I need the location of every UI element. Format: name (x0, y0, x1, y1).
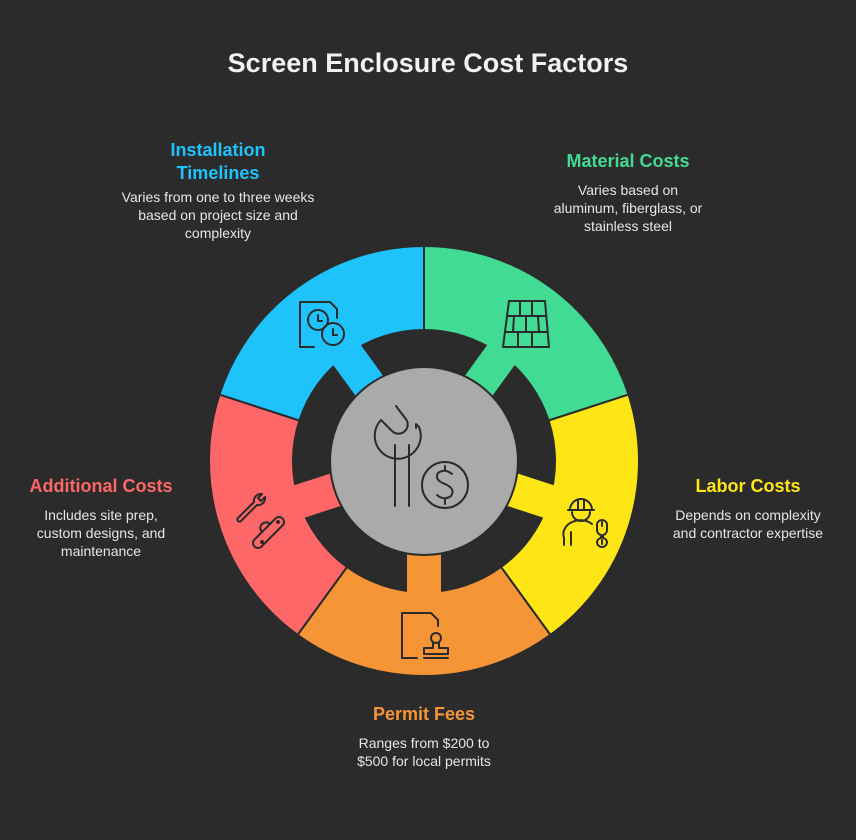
permit-fees-block: Permit Fees Ranges from $200 to $500 for… (324, 703, 524, 770)
permit-description: Ranges from $200 to $500 for local permi… (357, 735, 491, 769)
material-description: Varies based on aluminum, fiberglass, or… (553, 182, 703, 234)
segment-permit (296, 565, 552, 677)
additional-costs-block: Additional Costs Includes site prep, cus… (14, 475, 188, 560)
installation-title-line2: Timelines (176, 163, 260, 183)
labor-title: Labor Costs (695, 476, 801, 496)
material-title: Material Costs (566, 151, 690, 171)
segment-material (423, 244, 630, 422)
installation-title: Installation Timelines (118, 139, 318, 185)
permit-title: Permit Fees (372, 704, 476, 724)
segment-labor (499, 393, 640, 637)
document-stamp-icon (401, 612, 449, 659)
center-hub (329, 366, 519, 556)
installation-timelines-block: Installation Timelines Varies from one t… (118, 139, 318, 242)
page-title: Screen Enclosure Cost Factors (227, 48, 629, 78)
segment-additional (208, 393, 349, 637)
tools-icon (236, 492, 285, 549)
installation-description: Varies from one to three weeks based on … (121, 189, 315, 241)
labor-description: Depends on complexity and contractor exp… (672, 507, 824, 541)
worker-wrench-icon (562, 498, 608, 548)
additional-title: Additional Costs (29, 476, 173, 496)
wrench-dollar-icon (373, 405, 469, 509)
labor-costs-block: Labor Costs Depends on complexity and co… (648, 475, 848, 542)
additional-description: Includes site prep, custom designs, and … (36, 507, 166, 559)
material-costs-block: Material Costs Varies based on aluminum,… (528, 150, 728, 235)
installation-title-line1: Installation (170, 140, 266, 160)
document-clock-icon (299, 301, 345, 348)
tiles-icon (502, 300, 550, 348)
